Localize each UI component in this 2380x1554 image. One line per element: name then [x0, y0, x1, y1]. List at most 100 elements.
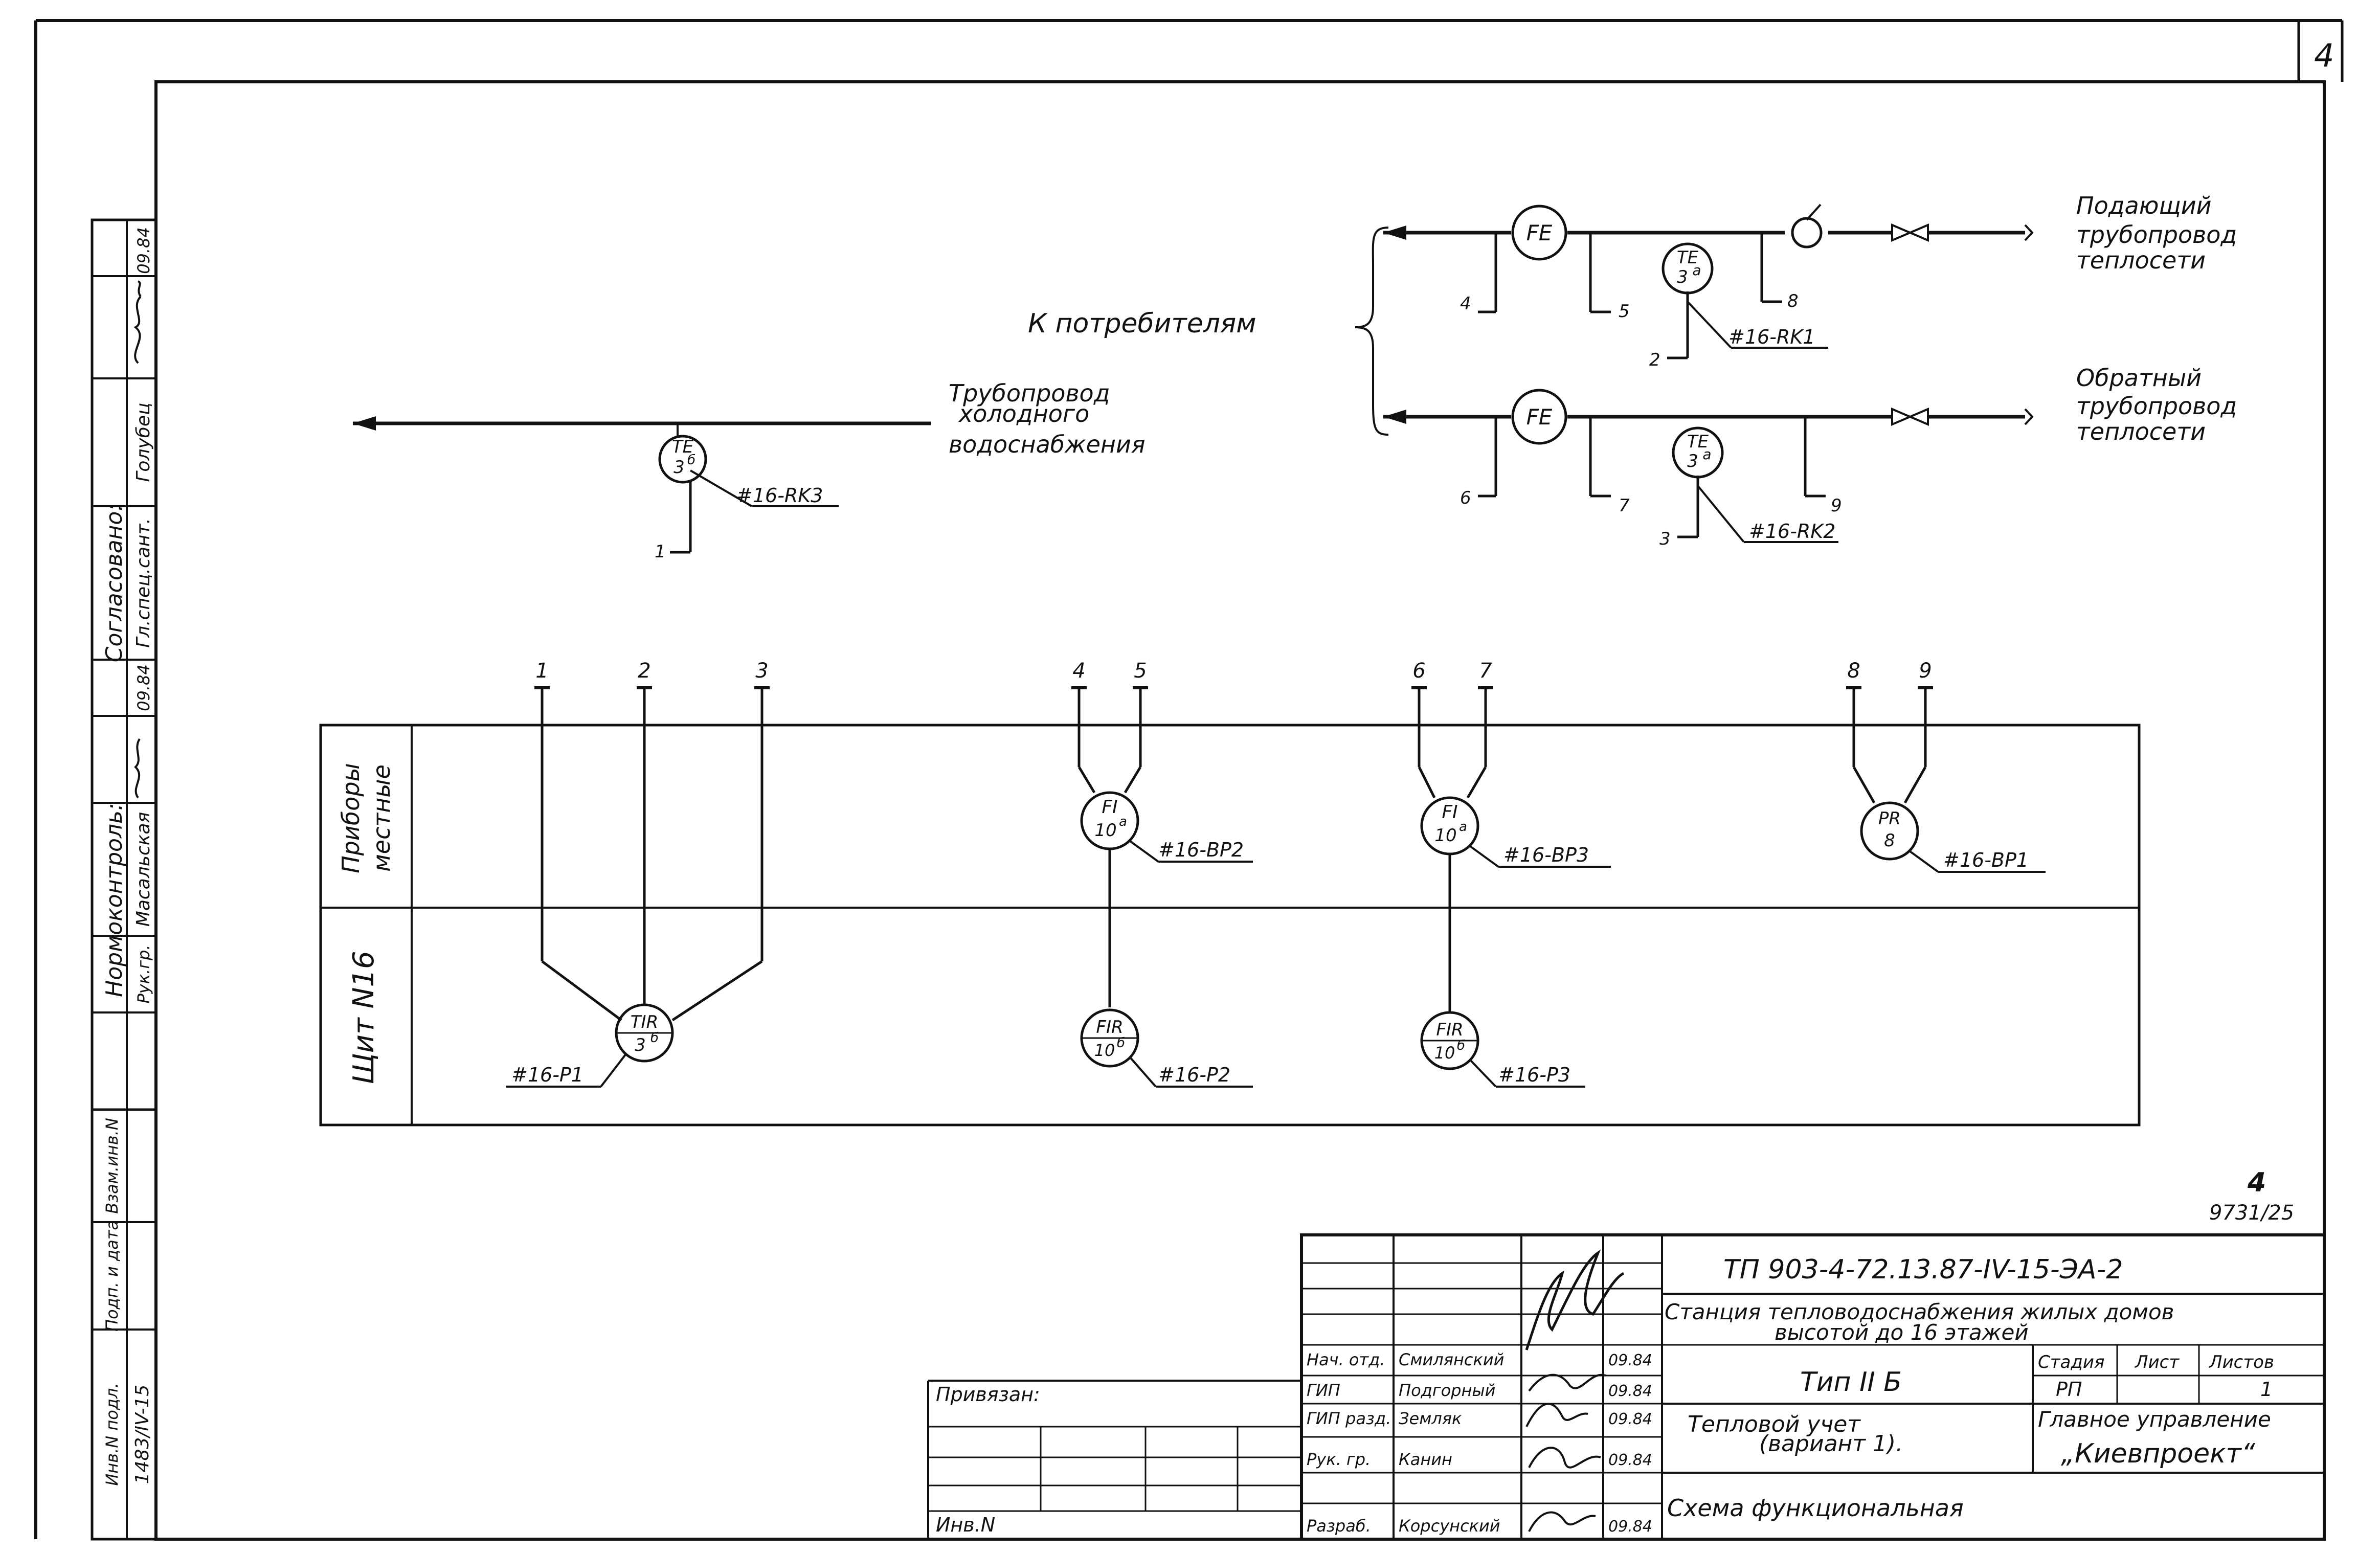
te-return-num: 3	[1687, 451, 1698, 471]
tag-bp3: #16-BP3	[1503, 844, 1589, 866]
project-title-line2: высотой до 16 этажей	[1775, 1320, 2029, 1345]
fir-2-leader	[1469, 1059, 1497, 1088]
role-1: Нач. отд.	[1307, 1350, 1385, 1369]
fi-2-num: 10	[1434, 825, 1456, 846]
cold-water-line3: водоснабжения	[949, 431, 1146, 458]
date-4: 09.84	[1608, 1451, 1652, 1469]
masalskaya-name: Масальская	[133, 812, 154, 927]
fi-2-circle	[1420, 796, 1479, 855]
stage-header: Стадия	[2038, 1352, 2104, 1372]
small-mark: 4	[2247, 1167, 2266, 1198]
fir-1-num: 10	[1094, 1041, 1115, 1060]
row-local-line2: местные	[368, 764, 395, 872]
org-line2: „Киевпроект“	[2061, 1438, 2256, 1469]
fir-2-sup: б	[1457, 1038, 1465, 1053]
fi-2-leader	[1469, 845, 1499, 868]
golubets-name: Голубец	[133, 402, 154, 482]
tap-4-supply: 4	[1460, 294, 1471, 314]
stage-value: РП	[2056, 1378, 2082, 1401]
org-line1: Главное управление	[2038, 1407, 2271, 1432]
supply-pipe-line3: теплосети	[2076, 246, 2206, 274]
row-local-line1: Приборы	[337, 763, 365, 873]
tag-p2: #16-P2	[1158, 1064, 1230, 1086]
date-5: 09.84	[1608, 1518, 1652, 1536]
terminal-8: 8	[1847, 659, 1860, 683]
tap-2-supply: 2	[1649, 350, 1660, 370]
inv-n-label: Инв.N	[936, 1514, 995, 1536]
signature-masalskaya	[134, 738, 141, 799]
return-pipe-line3: теплосети	[2076, 418, 2206, 445]
pr-circle	[1860, 801, 1919, 861]
name-3: Земляк	[1399, 1409, 1462, 1428]
fir-1-leader	[1129, 1056, 1157, 1088]
ruk-gr-label: Рук.гр.	[134, 944, 153, 1003]
fe-return-label: FE	[1526, 404, 1553, 430]
tag-p3: #16-P3	[1498, 1064, 1570, 1086]
fe-supply-circle	[1511, 205, 1567, 261]
date-mid: 09.84	[134, 664, 153, 711]
name-1: Смилянский	[1399, 1350, 1504, 1369]
tap-5-supply: 5	[1619, 301, 1630, 322]
fi-1-top: FI	[1102, 797, 1117, 818]
terminal-5: 5	[1134, 659, 1147, 683]
row-board-label: Щит N16	[347, 951, 380, 1084]
pr-num: 8	[1884, 830, 1895, 851]
tag-p1: #16-P1	[511, 1064, 583, 1086]
fi-1-circle	[1080, 791, 1139, 850]
signature-golubets	[133, 280, 142, 364]
date-3: 09.84	[1608, 1410, 1652, 1428]
tir-leader	[600, 1052, 627, 1088]
fe-supply-label: FE	[1526, 220, 1553, 245]
tag-rk3: #16-RK3	[736, 484, 823, 507]
te-supply-num: 3	[1677, 267, 1688, 287]
inv-podl-label: Инв.N подл.	[102, 1383, 122, 1485]
te-cold-top: TE	[672, 437, 694, 457]
supply-pipe-line2: трубопровод	[2076, 221, 2237, 249]
te-cold-circle	[658, 435, 707, 484]
tap-8-supply: 8	[1787, 291, 1799, 311]
date-2: 09.84	[1608, 1382, 1652, 1400]
inv-podl-value: 1483/IV-15	[132, 1385, 153, 1484]
te-return-top: TE	[1687, 432, 1709, 452]
signature-3	[1525, 1403, 1588, 1427]
signature-2	[1528, 1373, 1606, 1392]
sheets-value: 1	[2260, 1378, 2273, 1401]
terminal-4: 4	[1072, 659, 1085, 683]
terminal-9: 9	[1919, 659, 1932, 683]
sheet-header: Лист	[2134, 1352, 2180, 1372]
return-pipe-line1: Обратный	[2076, 364, 2202, 392]
tap-3-return: 3	[1659, 529, 1671, 549]
title-block-grid	[927, 1233, 2326, 1541]
role-5: Разраб.	[1307, 1516, 1371, 1536]
tap-6-return: 6	[1460, 488, 1471, 508]
sheet-title-line3: Схема функциональная	[1667, 1494, 1964, 1522]
sheets-header: Листов	[2208, 1352, 2274, 1372]
role-3: ГИП разд.	[1307, 1409, 1391, 1428]
tir-num: 3	[635, 1035, 646, 1055]
te-supply-sup: а	[1692, 262, 1701, 279]
gl-spec-sant-label: Гл.спец.сант.	[133, 518, 154, 648]
te-return-circle	[1672, 426, 1724, 479]
supply-pipe	[1383, 204, 2034, 359]
role-4: Рук. гр.	[1307, 1450, 1371, 1469]
brace	[1355, 227, 1389, 436]
tap-7-return: 7	[1619, 496, 1630, 516]
fir-2-num: 10	[1434, 1043, 1455, 1063]
sheet-title-line1: Тепловой учет	[1688, 1411, 1861, 1437]
fi-2-top: FI	[1442, 802, 1457, 823]
tir-top: TIR	[631, 1012, 658, 1032]
left-stamp	[91, 218, 158, 1541]
project-title-line1: Станция тепловодоснабжения жилых домов	[1665, 1299, 2174, 1324]
terminal-6: 6	[1412, 659, 1425, 683]
cold-water-line1: Трубопровод	[949, 379, 1110, 407]
terminal-2: 2	[638, 659, 650, 683]
fi-2-sup: а	[1459, 819, 1467, 835]
te-supply-circle	[1661, 242, 1714, 295]
tag-rk2: #16-RK2	[1749, 520, 1835, 543]
tag-bp1: #16-BP1	[1943, 849, 2029, 871]
page-number: 4	[2314, 37, 2334, 74]
doc-code-small: 9731/25	[2209, 1201, 2294, 1225]
terminal-7: 7	[1479, 659, 1492, 683]
